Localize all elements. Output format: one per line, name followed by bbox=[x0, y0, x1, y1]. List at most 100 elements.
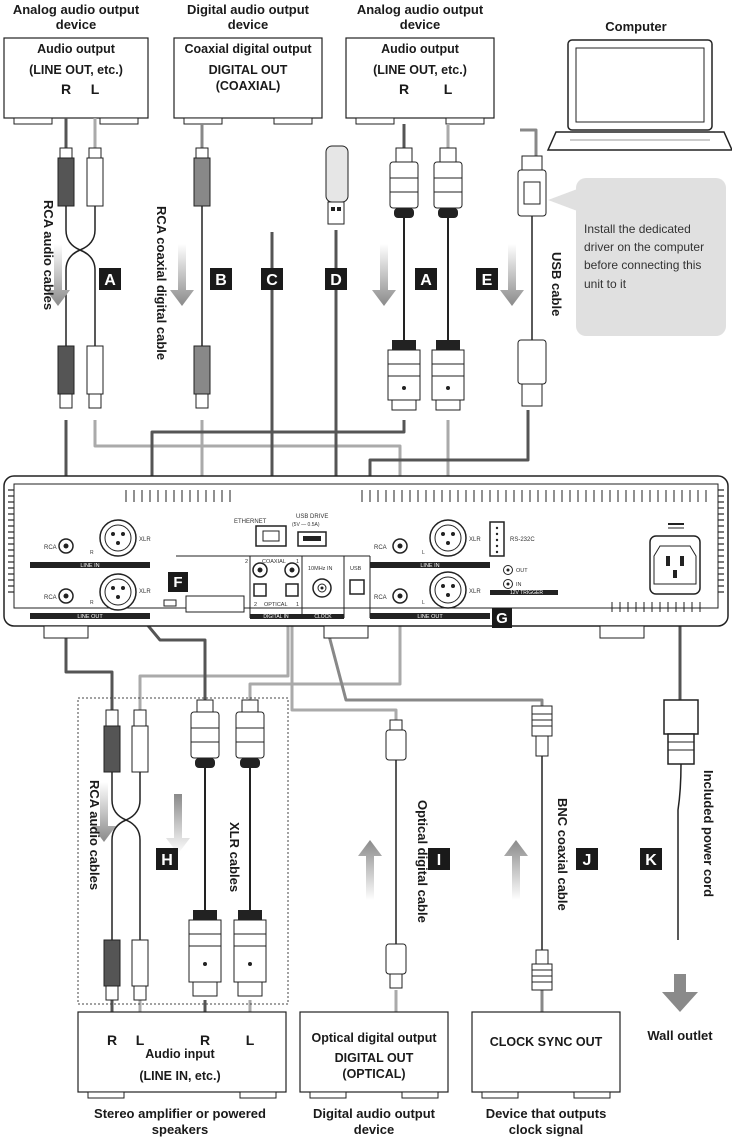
box-label: Audio input bbox=[145, 1047, 215, 1061]
svg-text:B: B bbox=[215, 272, 227, 289]
box-label: Coaxial digital output bbox=[184, 42, 312, 56]
right-channel-label: R bbox=[200, 1032, 210, 1048]
badge-a-right: A bbox=[415, 268, 437, 290]
rca-label: RCA bbox=[44, 545, 57, 551]
tenmhz-label: 10MHz IN bbox=[308, 566, 332, 572]
badge-a-left: A bbox=[99, 268, 121, 290]
port-number: 2 bbox=[245, 559, 248, 565]
callout-text: unit to it bbox=[584, 277, 627, 291]
device-title: Digital audio output bbox=[187, 2, 310, 17]
bnc-cable-label: BNC coaxial cable bbox=[555, 798, 570, 911]
usb-cable-label: USB cable bbox=[549, 252, 564, 316]
rs232c-label: RS-232C bbox=[510, 537, 535, 543]
top-right-device-box: Audio output (LINE OUT, etc.) R L bbox=[345, 37, 495, 125]
svg-text:I: I bbox=[437, 852, 441, 869]
optical-cable bbox=[385, 719, 407, 989]
badge-i: I bbox=[428, 848, 450, 870]
svg-text:A: A bbox=[104, 272, 116, 289]
box-label: (LINE IN, etc.) bbox=[139, 1069, 220, 1083]
left-channel-label: L bbox=[444, 81, 453, 97]
usb-drive-spec: (5V — 0.5A) bbox=[292, 522, 320, 528]
box-label: DIGITAL OUT bbox=[209, 63, 288, 77]
device-title: Analog audio output bbox=[357, 2, 484, 17]
svg-text:D: D bbox=[330, 272, 342, 289]
down-arrows bbox=[46, 244, 524, 306]
svg-text:J: J bbox=[583, 852, 592, 869]
device-title: device bbox=[400, 17, 440, 32]
left-channel-label: L bbox=[136, 1032, 145, 1048]
trigger-out-label: OUT bbox=[516, 568, 528, 574]
callout-text: driver on the computer bbox=[584, 240, 704, 254]
svg-text:C: C bbox=[266, 272, 278, 289]
box-label: (COAXIAL) bbox=[216, 79, 281, 93]
svg-text:H: H bbox=[161, 852, 173, 869]
badge-j: J bbox=[576, 848, 598, 870]
usb-port-label: USB bbox=[350, 566, 362, 572]
top-right-device-title: Analog audio output device bbox=[357, 2, 484, 32]
amp-title: Stereo amplifier or powered bbox=[94, 1106, 266, 1121]
clock-label: CLOCK bbox=[314, 614, 332, 620]
xlr-label: XLR bbox=[139, 537, 151, 543]
xlr-cable-pair-bottom bbox=[188, 699, 267, 997]
optical-device-title: Digital audio output bbox=[313, 1106, 436, 1121]
xlr-label: XLR bbox=[139, 589, 151, 595]
usb-drive-label: USB DRIVE bbox=[296, 514, 328, 520]
top-left-device-title: Analog audio output device bbox=[13, 2, 140, 32]
l-mark: L bbox=[422, 600, 425, 606]
usb-cable-top bbox=[517, 155, 547, 407]
rear-panel: RCA RCA XLR XLR LINE IN LINE OUT RCA RCA… bbox=[3, 475, 729, 639]
box-label: Audio output bbox=[381, 42, 460, 56]
svg-text:E: E bbox=[482, 272, 493, 289]
port-number: 2 bbox=[254, 602, 257, 608]
right-channel-label: R bbox=[61, 81, 71, 97]
trigger-in-label: IN bbox=[516, 582, 522, 588]
line-out-label: LINE OUT bbox=[77, 614, 103, 620]
laptop-icon bbox=[546, 39, 732, 151]
box-label: CLOCK SYNC OUT bbox=[490, 1035, 603, 1049]
xlr-cable-pair-top-right bbox=[387, 147, 465, 411]
up-arrows bbox=[92, 782, 528, 900]
badge-g: G bbox=[492, 608, 512, 628]
svg-text:A: A bbox=[420, 272, 432, 289]
box-label: (LINE OUT, etc.) bbox=[29, 63, 123, 77]
optical-label: OPTICAL bbox=[264, 602, 288, 608]
right-channel-label: R bbox=[107, 1032, 117, 1048]
rca-coaxial-label: RCA coaxial digital cable bbox=[154, 206, 169, 360]
left-channel-label: L bbox=[246, 1032, 255, 1048]
badge-c: C bbox=[261, 268, 283, 290]
box-label: Optical digital output bbox=[312, 1031, 438, 1045]
bnc-cable bbox=[531, 705, 553, 991]
usb-drive-icon bbox=[325, 145, 349, 225]
rca-label: RCA bbox=[374, 595, 387, 601]
rca-label: RCA bbox=[374, 545, 387, 551]
device-title: device bbox=[56, 17, 96, 32]
xlr-cables-label: XLR cables bbox=[227, 822, 242, 892]
line-in-label: LINE IN bbox=[420, 563, 439, 569]
box-label: DIGITAL OUT bbox=[335, 1051, 414, 1065]
svg-text:F: F bbox=[173, 574, 182, 591]
left-channel-label: L bbox=[91, 81, 100, 97]
xlr-label: XLR bbox=[469, 537, 481, 543]
box-label: (LINE OUT, etc.) bbox=[373, 63, 467, 77]
ethernet-label: ETHERNET bbox=[234, 519, 267, 525]
badge-h: H bbox=[156, 848, 178, 870]
svg-text:K: K bbox=[645, 852, 657, 869]
rca-cables-label: RCA audio cables bbox=[41, 200, 56, 310]
callout-text: Install the dedicated bbox=[584, 222, 691, 236]
r-mark: R bbox=[90, 550, 94, 556]
dotted-grouping-box bbox=[77, 697, 289, 1005]
driver-callout: Install the dedicated driver on the comp… bbox=[548, 178, 726, 336]
clock-device-title: Device that outputs bbox=[486, 1106, 607, 1121]
coaxial-label: COAXIAL bbox=[262, 559, 286, 565]
port-number: 1 bbox=[296, 602, 299, 608]
rca-cables-label-bottom: RCA audio cables bbox=[87, 780, 102, 890]
device-title: Analog audio output bbox=[13, 2, 140, 17]
badge-d: D bbox=[325, 268, 347, 290]
power-cord-label: Included power cord bbox=[701, 770, 716, 897]
callout-text: before connecting this bbox=[584, 258, 701, 272]
rca-cable-pair-bottom bbox=[103, 709, 149, 1001]
clock-device-box: CLOCK SYNC OUT bbox=[471, 1011, 621, 1099]
rca-coaxial-cable-top bbox=[193, 147, 211, 409]
line-in-label: LINE IN bbox=[80, 563, 99, 569]
